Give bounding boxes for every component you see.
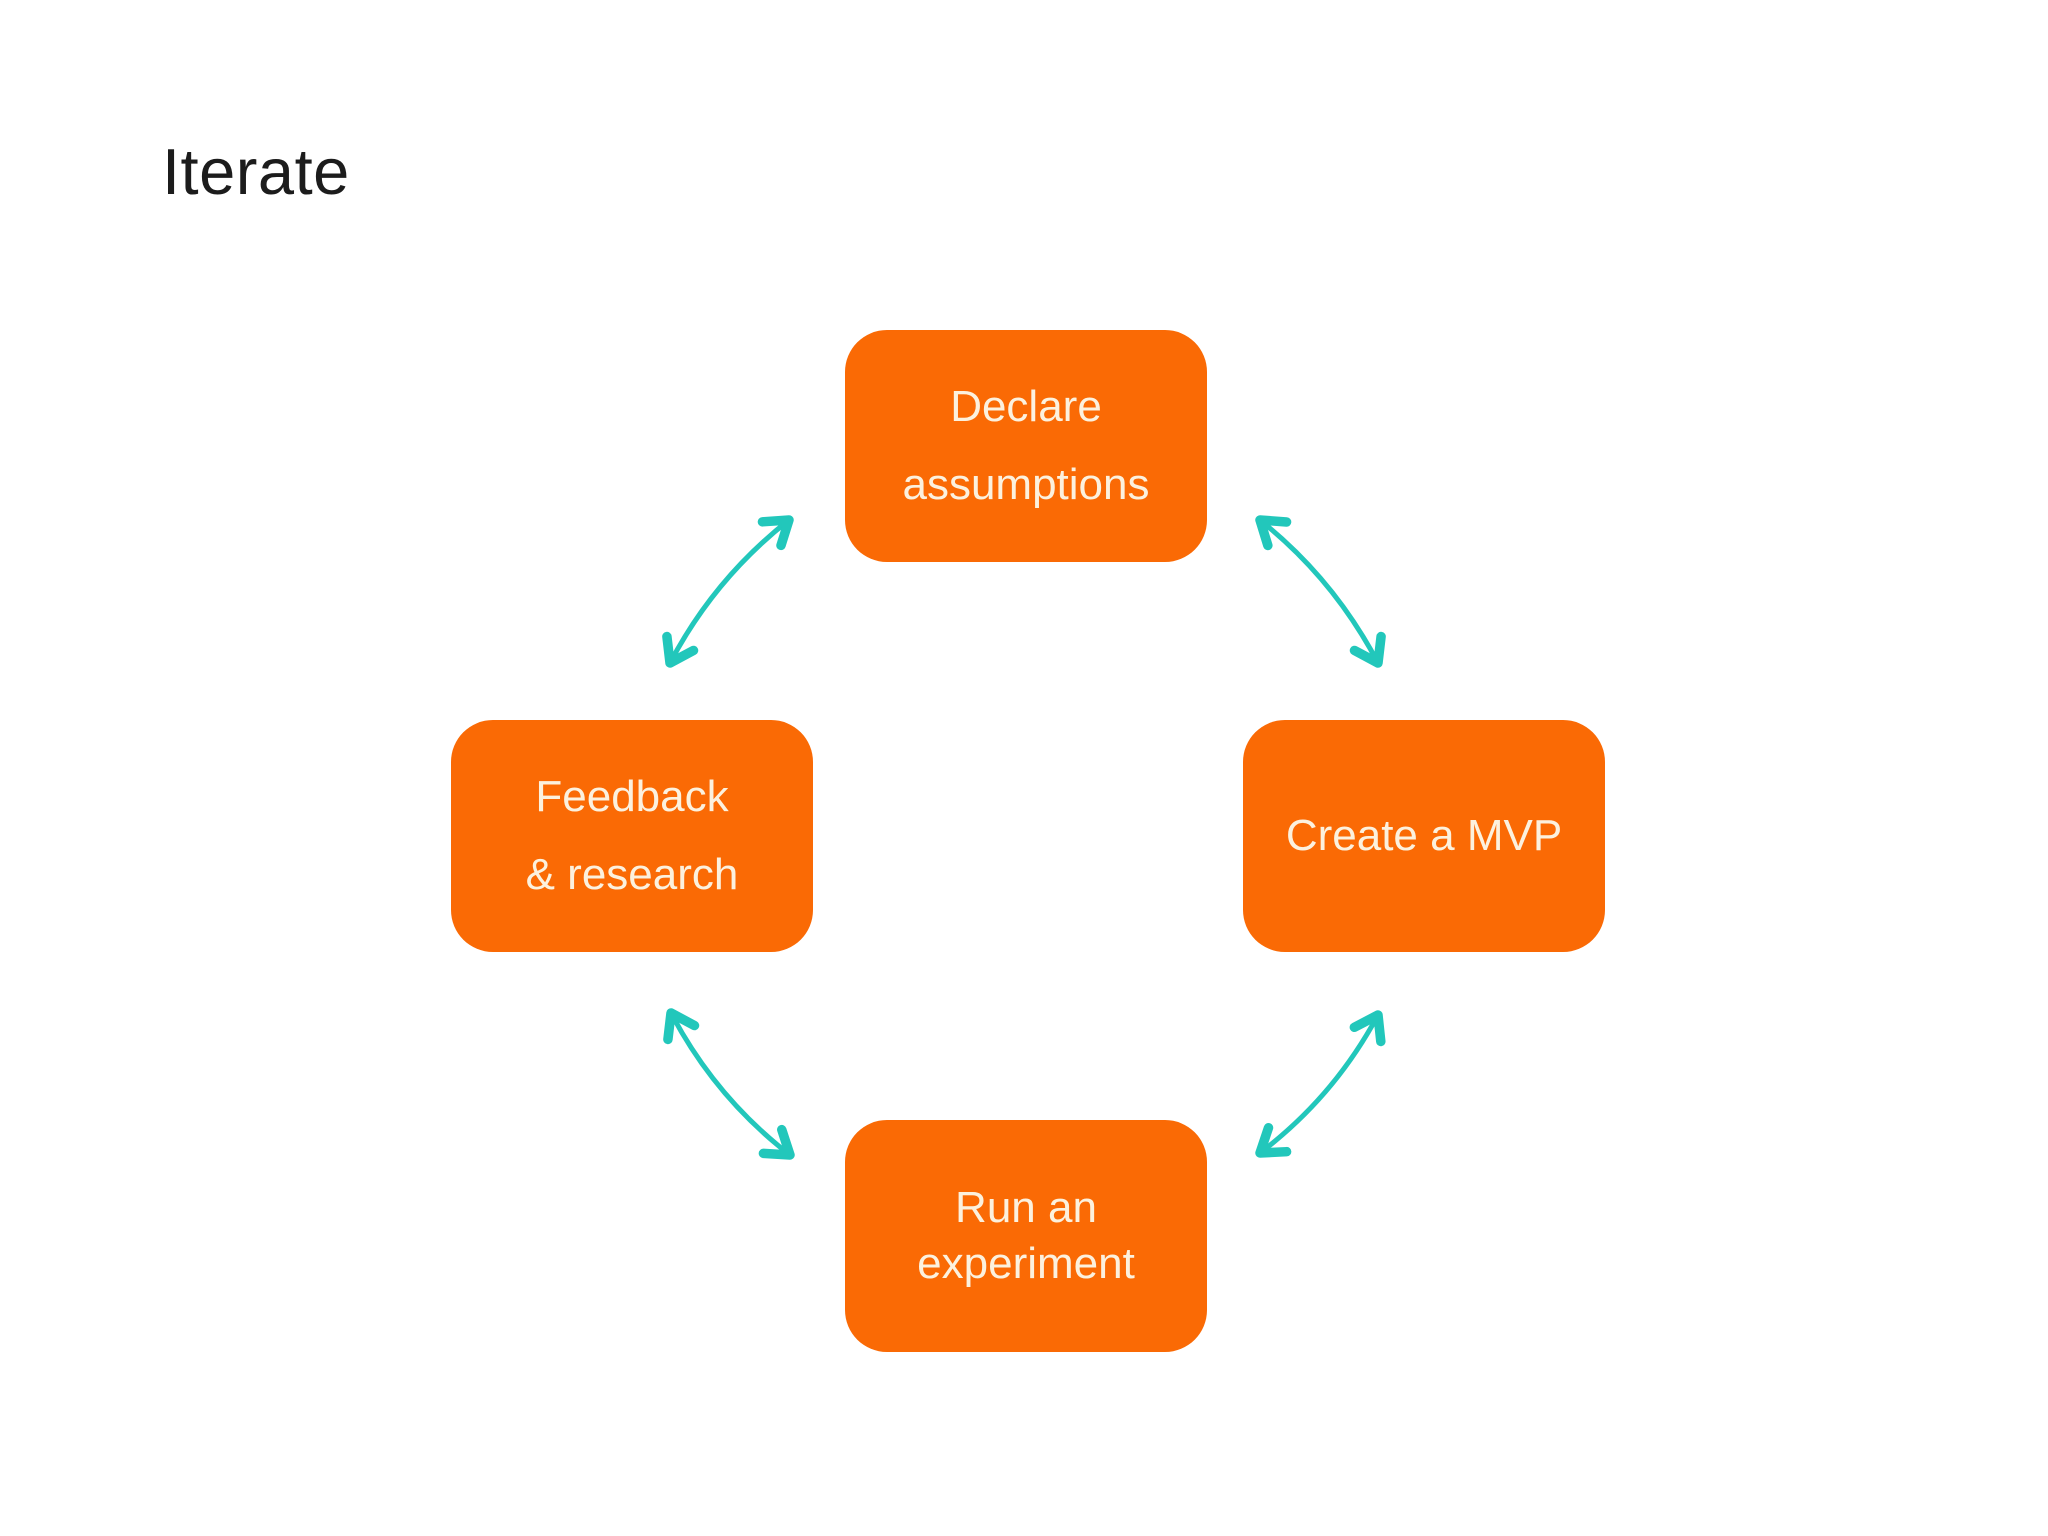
node-label-line: Declare xyxy=(950,382,1102,431)
page-title: Iterate xyxy=(162,135,350,208)
double-arrow-icon xyxy=(663,1008,795,1160)
node-declare-assumptions: Declare assumptions xyxy=(845,330,1207,562)
node-create-a-mvp: Create a MVP xyxy=(1243,720,1605,952)
node-label-line: Run an xyxy=(955,1183,1097,1232)
node-run-an-experiment: Run an experiment xyxy=(845,1120,1207,1352)
node-label-line: Create a MVP xyxy=(1285,811,1563,860)
node-feedback-research: Feedback & research xyxy=(451,720,813,952)
double-arrow-icon xyxy=(1255,515,1386,668)
double-arrow-icon xyxy=(1255,1010,1386,1158)
node-label-line: experiment xyxy=(917,1239,1135,1288)
node-label-line: Feedback xyxy=(535,772,729,821)
node-label-line: & research xyxy=(525,850,739,899)
node-label-line: assumptions xyxy=(902,460,1150,509)
double-arrow-icon xyxy=(662,515,794,668)
